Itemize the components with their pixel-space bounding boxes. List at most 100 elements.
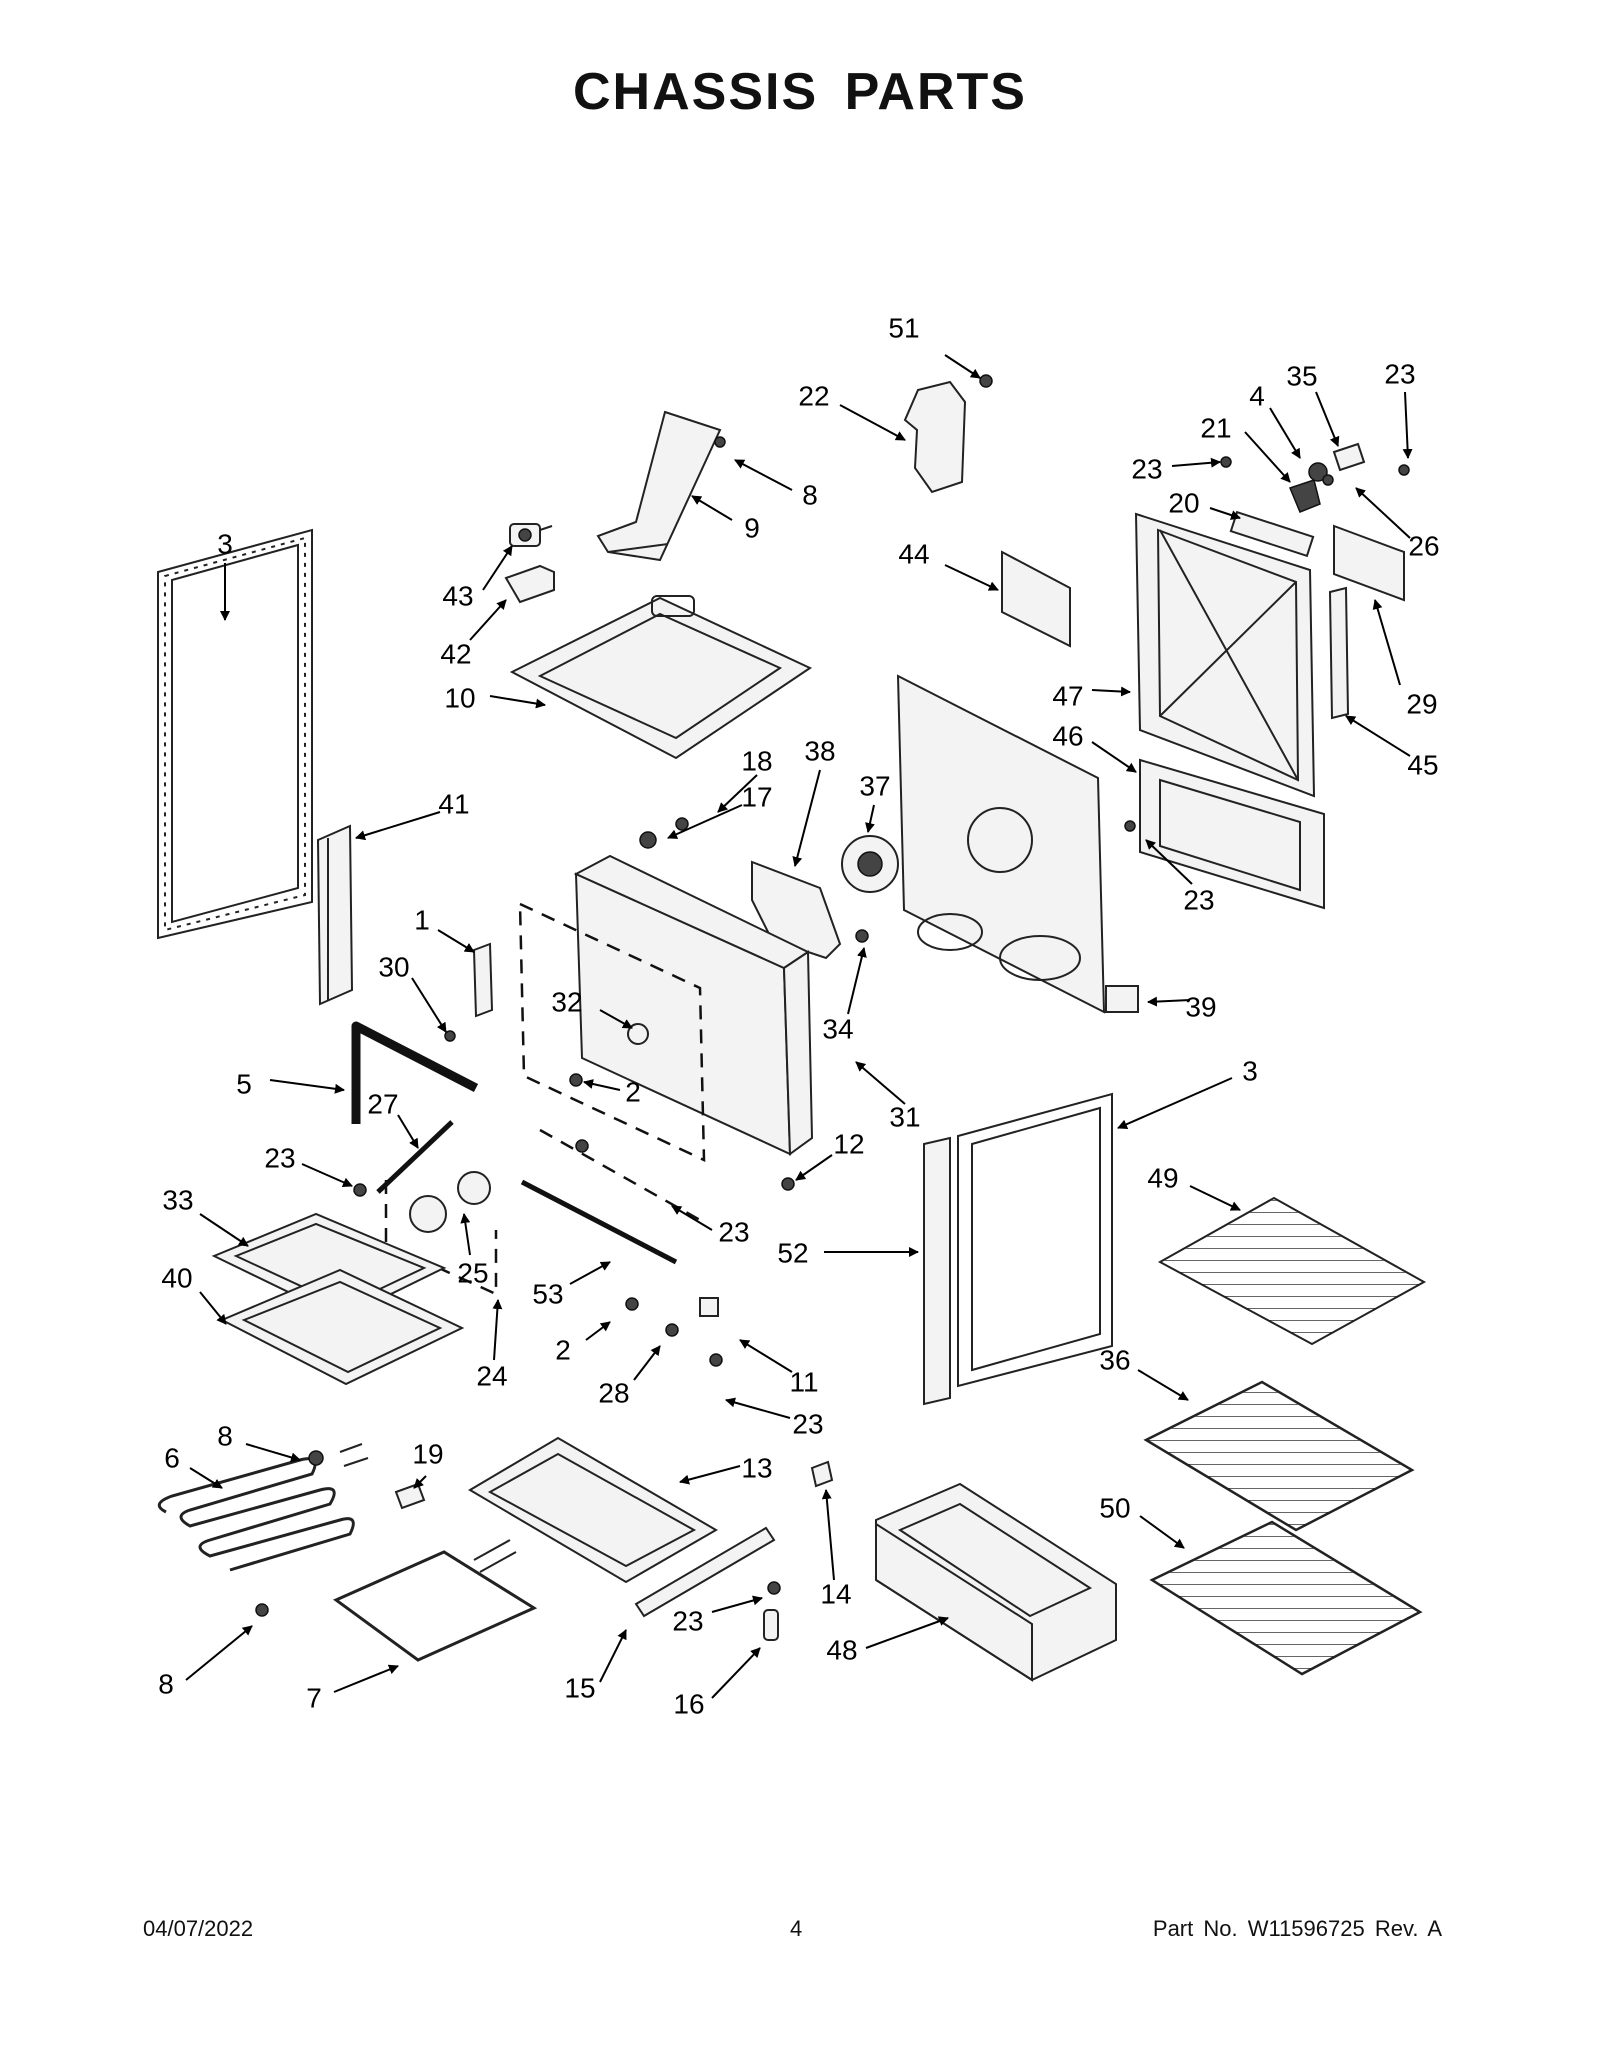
callout-number: 28 — [598, 1377, 629, 1408]
callout-number: 37 — [859, 770, 890, 801]
callout-leader-24 — [492, 1299, 503, 1361]
bracket-21 — [1288, 479, 1321, 513]
callout-leader-25 — [460, 1213, 471, 1256]
callout-number: 16 — [673, 1688, 704, 1719]
rack-50 — [1149, 1520, 1423, 1676]
callout-number: 10 — [444, 682, 475, 713]
callout-leader-7 — [333, 1664, 399, 1693]
callout-number: 13 — [741, 1452, 772, 1483]
callout-number: 49 — [1147, 1162, 1178, 1193]
callout-number: 15 — [564, 1672, 595, 1703]
callout-number: 3 — [1242, 1055, 1258, 1086]
callout-leader-5 — [269, 1079, 345, 1094]
callout-leader-31 — [855, 1061, 906, 1105]
callout-number: 20 — [1168, 487, 1199, 518]
callout-number: 23 — [792, 1408, 823, 1439]
callout-leader-8 — [734, 459, 793, 491]
callout-leader-13 — [679, 1465, 741, 1485]
callout-number: 47 — [1052, 680, 1083, 711]
callout-leader-2 — [585, 1321, 611, 1341]
part-11 — [699, 1297, 719, 1317]
callout-number: 24 — [476, 1360, 507, 1391]
callout-leader-15 — [599, 1629, 627, 1683]
callout-leader-1 — [437, 929, 475, 953]
callout-number: 26 — [1408, 530, 1439, 561]
motor-43 — [509, 523, 553, 547]
callout-leader-48 — [865, 1616, 949, 1649]
callout-leader-32 — [599, 1009, 633, 1029]
callout-leader-39 — [1147, 996, 1191, 1007]
callout-number: 43 — [442, 580, 473, 611]
top-panel-10 — [509, 595, 813, 760]
callout-leader-20 — [1209, 507, 1241, 520]
callout-number: 11 — [789, 1366, 818, 1397]
callout-number: 2 — [555, 1334, 571, 1365]
plug-32 — [627, 1023, 649, 1045]
callout-number: 30 — [378, 951, 409, 982]
bracket-42 — [504, 564, 555, 604]
callout-leader-42 — [469, 599, 507, 641]
rear-lower-panel-46 — [1139, 758, 1325, 910]
light-lens-24 — [409, 1195, 447, 1233]
nut-4 — [1308, 462, 1328, 482]
callout-number: 44 — [898, 538, 929, 569]
callout-leader-46 — [1091, 741, 1137, 773]
callout-leader-28 — [633, 1345, 661, 1381]
footer-part-number: Part No. W11596725 Rev. A — [1152, 1916, 1442, 1941]
callout-leader-23 — [1402, 391, 1413, 459]
callout-number: 31 — [889, 1101, 920, 1132]
bracket-22 — [903, 380, 967, 494]
footer-page-number: 4 — [790, 1916, 803, 1941]
callout-number: 9 — [744, 512, 760, 543]
page-title: CHASSIS PARTS — [573, 63, 1027, 121]
plate-29 — [1333, 524, 1405, 602]
callout-leader-19 — [413, 1475, 427, 1489]
callout-number: 50 — [1099, 1492, 1130, 1523]
broil-element-7 — [333, 1539, 538, 1662]
callout-leader-14 — [821, 1489, 835, 1581]
duct-9 — [596, 410, 722, 562]
screws — [255, 374, 1410, 1617]
callout-leader-51 — [944, 354, 981, 379]
slide-15 — [634, 1526, 776, 1618]
plate-44 — [1001, 550, 1071, 648]
callout-leader-23 — [671, 1205, 713, 1231]
callout-number: 12 — [833, 1128, 864, 1159]
bracket-39 — [1105, 985, 1139, 1013]
callout-leader-22 — [839, 404, 906, 441]
callout-leader-50 — [1139, 1515, 1185, 1549]
panel-13 — [468, 1436, 718, 1584]
side-panel-right-frame — [923, 1092, 1113, 1406]
callout-number: 22 — [798, 380, 829, 411]
light-socket-25 — [457, 1171, 491, 1205]
callout-number: 48 — [826, 1634, 857, 1665]
callout-number: 32 — [551, 986, 582, 1017]
callout-number: 33 — [162, 1184, 193, 1215]
callout-leader-11 — [739, 1339, 793, 1373]
bake-element-6 — [157, 1443, 369, 1572]
callout-number: 39 — [1185, 991, 1216, 1022]
callout-number: 5 — [236, 1068, 252, 1099]
part-drawings — [157, 374, 1427, 1682]
callout-number: 27 — [367, 1088, 398, 1119]
callout-number: 19 — [412, 1438, 443, 1469]
callout-leader-34 — [847, 947, 867, 1015]
callout-number: 34 — [822, 1013, 853, 1044]
spring-16 — [763, 1609, 779, 1641]
callout-leader-23 — [301, 1163, 353, 1187]
callout-leader-38 — [792, 769, 821, 867]
callout-number: 38 — [804, 735, 835, 766]
callout-leader-9 — [691, 495, 733, 521]
callout-number: 41 — [438, 788, 469, 819]
callout-leader-37 — [865, 804, 875, 833]
callout-leader-49 — [1189, 1185, 1241, 1211]
vertical-strip-41 — [316, 824, 354, 1006]
oven-cavity — [518, 854, 814, 1222]
callout-number: 18 — [741, 745, 772, 776]
callout-number: 7 — [306, 1682, 322, 1713]
callout-leader-8 — [245, 1443, 301, 1463]
callout-number: 29 — [1406, 688, 1437, 719]
callout-leader-53 — [569, 1261, 611, 1285]
bracket-19 — [394, 1482, 426, 1510]
callout-number: 46 — [1052, 720, 1083, 751]
